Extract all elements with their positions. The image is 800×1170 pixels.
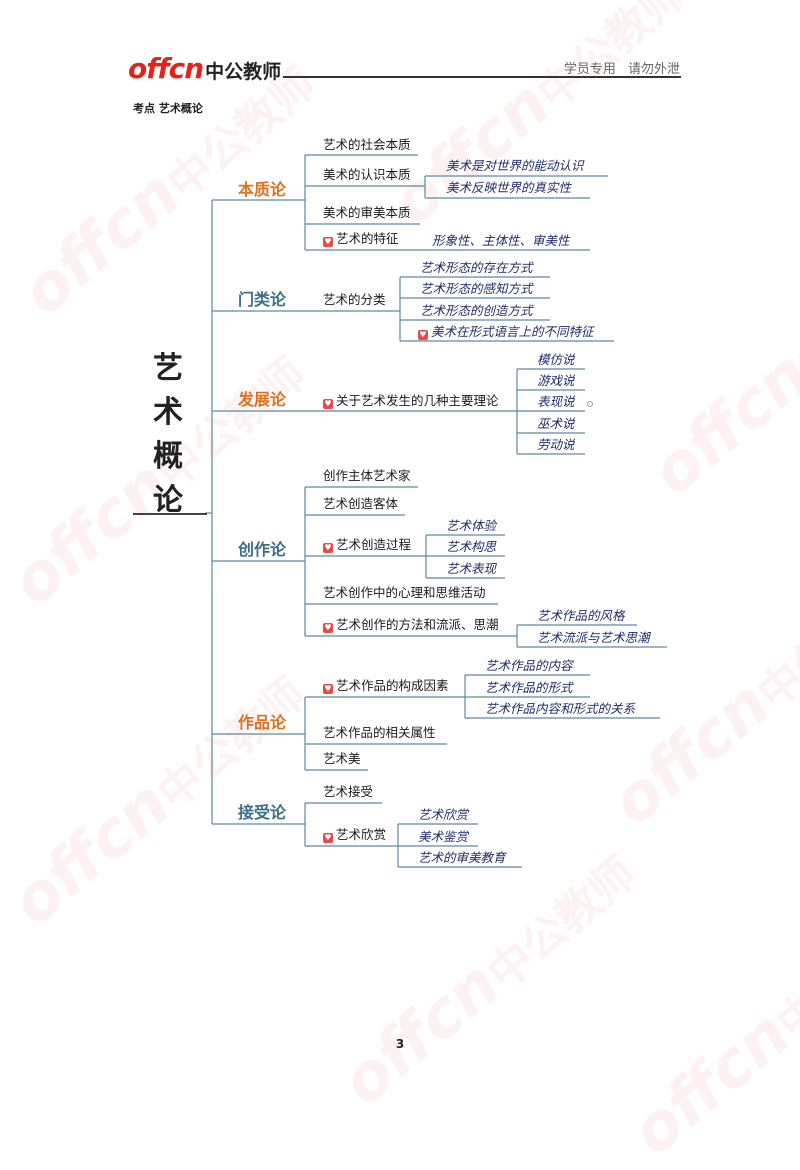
node-aesthetic-essence: 美术的审美本质 bbox=[323, 205, 411, 220]
node-creator: 创作主体艺术家 bbox=[323, 468, 411, 483]
logo-cn-text: 中公教师 bbox=[205, 61, 282, 83]
mindmap-connectors bbox=[205, 154, 667, 868]
heart-icon: ♥ bbox=[323, 399, 333, 409]
header-divider bbox=[283, 76, 681, 78]
node-cognitive-essence: 美术的认识本质 bbox=[323, 167, 411, 182]
leaf-work-1: 艺术作品的内容 bbox=[485, 658, 573, 673]
node-work-elements: ♥艺术作品的构成因素 bbox=[323, 678, 449, 694]
leaf-cognitive-1: 美术是对世界的能动认识 bbox=[446, 158, 584, 173]
leaf-appreciation-3: 艺术的审美教育 bbox=[418, 850, 506, 865]
category-fazhan: 发展论 bbox=[238, 390, 287, 409]
heart-icon: ♥ bbox=[323, 623, 333, 633]
node-social-essence: 艺术的社会本质 bbox=[323, 137, 411, 152]
breadcrumb: 考点 艺术概论 bbox=[133, 102, 203, 115]
leaf-theory-2: 游戏说 bbox=[537, 373, 575, 388]
node-methods: ♥艺术创作的方法和流派、思潮 bbox=[323, 617, 499, 633]
leaf-methods-2: 艺术流派与艺术思潮 bbox=[537, 630, 650, 645]
main-title: 艺 术 概 论 bbox=[153, 351, 183, 518]
main-title-underline bbox=[133, 513, 207, 515]
node-classification: 艺术的分类 bbox=[323, 292, 386, 307]
leaf-theory-5: 劳动说 bbox=[537, 437, 575, 452]
node-process: ♥艺术创造过程 bbox=[323, 537, 412, 553]
leaf-appreciation-2: 美术鉴赏 bbox=[418, 829, 469, 844]
header-notice: 学员专用 请勿外泄 bbox=[563, 62, 680, 77]
leaf-work-2: 艺术作品的形式 bbox=[485, 680, 573, 695]
leaf-cognitive-2: 美术反映世界的真实性 bbox=[446, 180, 572, 195]
leaf-class-2: 艺术形态的感知方式 bbox=[420, 281, 533, 296]
heart-icon: ♥ bbox=[323, 833, 333, 843]
node-art-beauty: 艺术美 bbox=[323, 751, 361, 766]
leaf-theory-1: 模仿说 bbox=[537, 352, 575, 367]
leaf-work-3: 艺术作品内容和形式的关系 bbox=[485, 701, 636, 716]
node-work-attributes: 艺术作品的相关属性 bbox=[323, 725, 436, 740]
leaf-class-4: ♥美术在形式语言上的不同特征 bbox=[418, 324, 594, 340]
category-benzhi: 本质论 bbox=[238, 180, 287, 199]
leaf-methods-1: 艺术作品的风格 bbox=[537, 608, 625, 623]
leaf-class-3: 艺术形态的创造方式 bbox=[420, 303, 533, 318]
leaf-features: 形象性、主体性、审美性 bbox=[432, 233, 570, 248]
node-art-features: ♥艺术的特征 bbox=[323, 231, 399, 247]
logo-en-text: offcn bbox=[128, 52, 204, 85]
node-object: 艺术创造客体 bbox=[323, 496, 399, 511]
heart-icon: ♥ bbox=[418, 330, 428, 340]
heart-icon: ♥ bbox=[323, 684, 333, 694]
heart-icon: ♥ bbox=[323, 543, 333, 553]
leaf-class-1: 艺术形态的存在方式 bbox=[420, 260, 533, 275]
node-psychology: 艺术创作中的心理和思维活动 bbox=[323, 585, 486, 600]
node-appreciation: ♥艺术欣赏 bbox=[323, 827, 387, 843]
node-reception: 艺术接受 bbox=[323, 784, 374, 799]
category-jieshou: 接受论 bbox=[238, 803, 287, 822]
category-zuopin: 作品论 bbox=[238, 713, 287, 732]
leaf-theory-4: 巫术说 bbox=[537, 416, 575, 431]
leaf-theory-3: 表现说 bbox=[537, 394, 575, 409]
category-chuangzuo: 创作论 bbox=[238, 540, 287, 559]
leaf-appreciation-1: 艺术欣赏 bbox=[418, 807, 469, 822]
leaf-process-1: 艺术体验 bbox=[446, 518, 497, 533]
node-origin-theories: ♥关于艺术发生的几种主要理论 bbox=[323, 393, 499, 409]
leaf-process-3: 艺术表现 bbox=[446, 561, 497, 576]
category-menlei: 门类论 bbox=[238, 290, 287, 309]
leaf-process-2: 艺术构思 bbox=[446, 539, 497, 554]
page-number: 3 bbox=[395, 1037, 405, 1051]
heart-icon: ♥ bbox=[323, 237, 333, 247]
